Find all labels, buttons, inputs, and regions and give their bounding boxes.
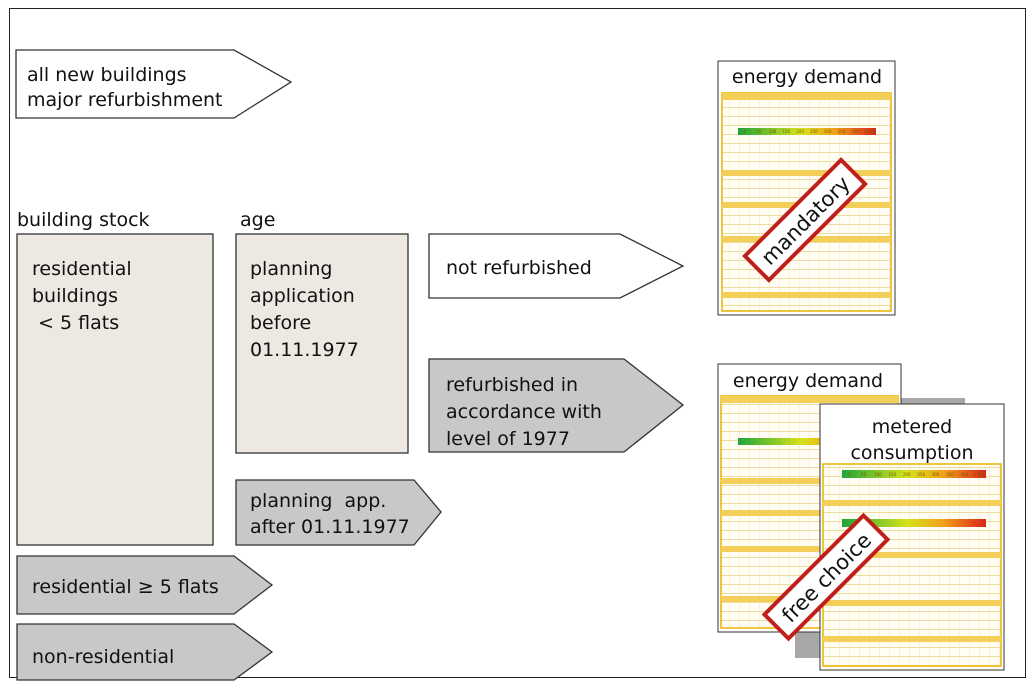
- arrow-refurbished: refurbished in accordance with level of …: [428, 358, 685, 453]
- box-residential-line2: buildings: [32, 285, 118, 307]
- arrow-residential-5-label: residential ≥ 5 flats: [32, 576, 219, 598]
- arrow-new-buildings-line2: major refurbishment: [27, 89, 223, 111]
- box-before-line3: before: [250, 312, 311, 334]
- scale-tick-label: 250: [810, 129, 818, 134]
- arrow-new-buildings: all new buildings major refurbishment: [15, 49, 293, 119]
- arrow-non-residential: non-residential: [16, 623, 274, 681]
- arrow-after-line2: after 01.11.1977: [250, 516, 410, 538]
- certificate3-title-line1: metered: [872, 416, 952, 438]
- scale-tick-label: >400: [973, 472, 984, 477]
- arrow-residential-5-flats: residential ≥ 5 flats: [16, 555, 274, 615]
- scale-tick-label: 150: [782, 129, 790, 134]
- scale-tick-label: 100: [769, 129, 777, 134]
- box-before-line4: 01.11.1977: [250, 339, 359, 361]
- certificate3-title-line2: consumption: [850, 442, 973, 464]
- scale-tick-label: 100: [874, 472, 882, 477]
- scale-tick-label: 50: [756, 129, 762, 134]
- arrow-refurbished-line3: level of 1977: [446, 428, 570, 450]
- header-building-stock: building stock: [17, 209, 150, 231]
- certificate3-scale-bar: [842, 470, 986, 478]
- box-residential-line3: < 5 flats: [32, 312, 119, 334]
- certificate-metered-consumption: metered consumption 0 50 100 150 200 250 300 35…: [761, 403, 1005, 671]
- box-before-line2: application: [250, 285, 355, 307]
- arrow-not-refurbished-label: not refurbished: [446, 257, 592, 279]
- arrow-new-buildings-line1: all new buildings: [27, 64, 187, 86]
- scale-tick-label: 0: [848, 472, 851, 477]
- certificate1-scale-bar: [738, 128, 876, 135]
- header-age: age: [240, 209, 275, 231]
- arrow-non-residential-label: non-residential: [32, 646, 174, 668]
- scale-tick-label: 50: [861, 472, 867, 477]
- scale-tick-label: 300: [824, 129, 832, 134]
- scale-tick-label: 200: [796, 129, 804, 134]
- scale-tick-label: 250: [917, 472, 925, 477]
- scale-tick-label: 350: [946, 472, 954, 477]
- scale-tick-label: >400: [864, 129, 875, 134]
- scale-tick-label: 400: [961, 472, 969, 477]
- box-before-line1: planning: [250, 258, 332, 280]
- scale-tick-label: 300: [932, 472, 940, 477]
- box-before-1977: planning application before 01.11.1977: [235, 233, 409, 454]
- certificate3-scale-ticks: 0 50 100 150 200 250 300 350 400 >400: [848, 472, 985, 477]
- arrow-refurbished-line1: refurbished in: [446, 374, 578, 396]
- arrow-not-refurbished: not refurbished: [428, 233, 685, 299]
- box-residential-small: residential buildings < 5 flats: [16, 233, 214, 546]
- certificate2-title: energy demand: [733, 370, 883, 392]
- arrow-refurbished-line2: accordance with: [446, 401, 602, 423]
- certificate1-title: energy demand: [732, 66, 882, 88]
- scale-tick-label: 350: [838, 129, 846, 134]
- scale-tick-label: 150: [889, 472, 897, 477]
- scale-tick-label: 0: [744, 129, 747, 134]
- certificate-energy-demand-mandatory: energy demand 0 50 100 150 200 250 300 350 400 >4…: [717, 60, 896, 316]
- scale-tick-label: 400: [851, 129, 859, 134]
- scale-tick-label: 200: [903, 472, 911, 477]
- arrow-after-line1: planning app.: [250, 490, 386, 512]
- box-residential-line1: residential: [32, 258, 132, 280]
- arrow-after-1977: planning app. after 01.11.1977: [235, 479, 442, 546]
- certificate1-scale-ticks: 0 50 100 150 200 250 300 350 400 >400: [744, 129, 875, 134]
